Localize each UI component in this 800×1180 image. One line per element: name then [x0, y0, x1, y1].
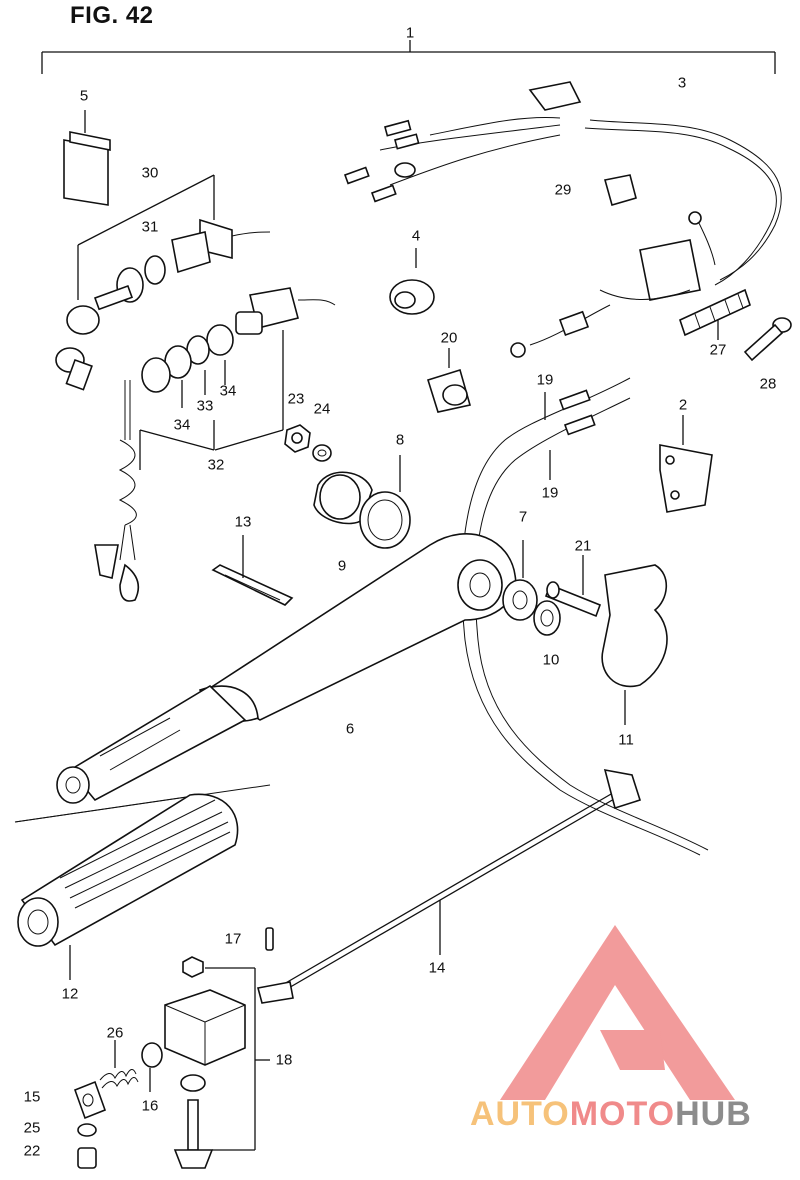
cover-part-11 — [601, 564, 668, 725]
part-label-9: 9 — [337, 557, 347, 575]
part-label-19-top: 19 — [536, 371, 554, 389]
rod-part-14 — [257, 768, 642, 1004]
bushing-part-7 — [502, 540, 538, 621]
grommet-part-4 — [389, 248, 435, 315]
part-label-18: 18 — [275, 1051, 293, 1069]
part-label-3: 3 — [677, 74, 687, 92]
part-label-25: 25 — [23, 1119, 41, 1137]
part-label-12: 12 — [61, 985, 79, 1003]
washer-part-8 — [359, 455, 411, 549]
part-label-23: 23 — [287, 390, 305, 408]
part-label-31: 31 — [141, 218, 159, 236]
spring-part-26 — [99, 1040, 139, 1089]
stop-switch-parts — [141, 287, 336, 451]
wire-harness-part-3 — [343, 81, 782, 358]
part-label-16: 16 — [141, 1097, 159, 1115]
friction-block-part-18 — [164, 956, 270, 1169]
part-label-29: 29 — [554, 181, 572, 199]
part-label-22: 22 — [23, 1142, 41, 1160]
part-label-26: 26 — [106, 1024, 124, 1042]
part-label-20: 20 — [440, 329, 458, 347]
screw-part-28 — [743, 317, 792, 362]
part-label-17: 17 — [224, 930, 242, 948]
grip-part-12 — [14, 784, 271, 980]
part-label-34-right: 34 — [219, 382, 237, 400]
clip-part-16 — [141, 1042, 163, 1092]
block-part-15 — [73, 1080, 107, 1120]
part-label-30: 30 — [141, 164, 159, 182]
part-label-7: 7 — [518, 508, 528, 526]
part-label-5: 5 — [79, 87, 89, 105]
washer-part-24 — [312, 444, 332, 462]
part-label-27: 27 — [709, 341, 727, 359]
nut-part-23 — [284, 424, 311, 453]
washer-part-10 — [533, 600, 561, 636]
bushing-part-9 — [313, 471, 373, 525]
bracket-part-2 — [659, 415, 713, 513]
brand-auto: AUTO — [470, 1095, 570, 1133]
part-label-14: 14 — [428, 959, 446, 977]
part-label-13: 13 — [234, 513, 252, 531]
cap-part-5 — [63, 110, 111, 206]
figure-title: FIG. 42 — [70, 2, 154, 29]
part-label-15: 15 — [23, 1088, 41, 1106]
part-label-11: 11 — [618, 731, 634, 749]
lanyard-part-32 — [94, 380, 215, 602]
bolt-part-21 — [544, 555, 602, 618]
part-label-1: 1 — [405, 24, 415, 42]
spiral-tube-part-27 — [679, 288, 751, 340]
tiller-handle-part-6 — [56, 533, 517, 804]
grommet-part-20 — [426, 348, 472, 413]
part-label-10: 10 — [542, 651, 560, 669]
part-label-24: 24 — [313, 400, 331, 418]
key-switch-part-30 — [55, 174, 271, 391]
screw-part-22 — [77, 1147, 97, 1169]
part-label-19-bottom: 19 — [541, 484, 559, 502]
washer-part-25 — [77, 1123, 97, 1137]
plate-part-13 — [211, 535, 294, 606]
clip-part-29 — [603, 174, 637, 206]
brand-hub: HUB — [675, 1095, 752, 1133]
watermark-brand: AUTOMOTOHUB — [470, 1095, 752, 1134]
part-label-28: 28 — [759, 375, 777, 393]
part-label-32: 32 — [207, 456, 225, 474]
part-label-6: 6 — [345, 720, 355, 738]
part-label-4: 4 — [411, 227, 421, 245]
bracket-1 — [41, 40, 776, 74]
watermark-logo-icon — [500, 925, 735, 1100]
part-label-34-left: 34 — [173, 416, 191, 434]
part-label-33: 33 — [196, 397, 214, 415]
part-label-2: 2 — [678, 396, 688, 414]
brand-moto: MOTO — [569, 1095, 676, 1133]
part-label-21: 21 — [574, 537, 592, 555]
part-label-8: 8 — [395, 431, 405, 449]
pin-part-17 — [265, 927, 274, 951]
